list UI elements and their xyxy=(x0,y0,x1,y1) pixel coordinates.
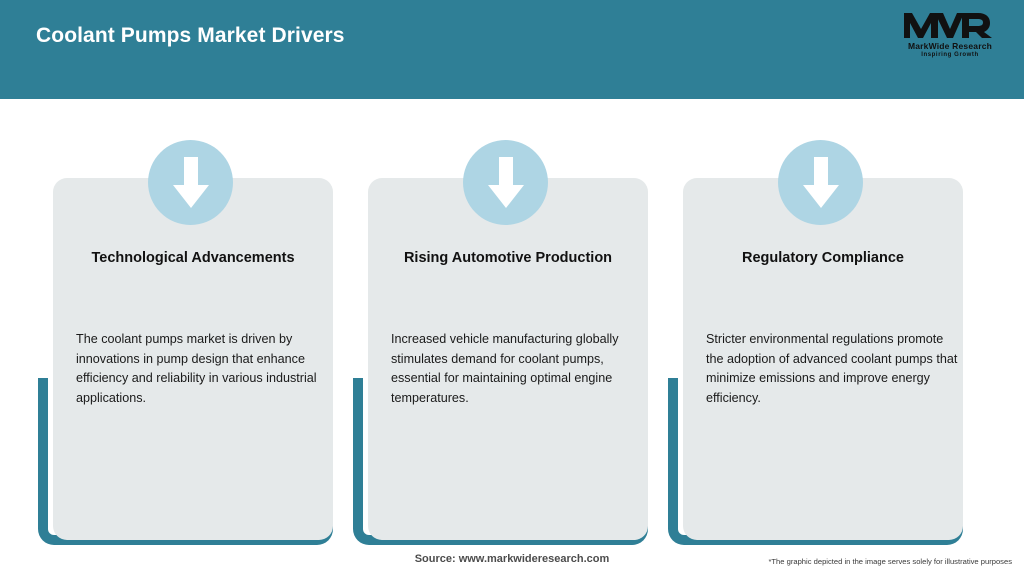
driver-card: Rising Automotive Production Increased v… xyxy=(345,0,665,576)
header-band xyxy=(0,0,1024,99)
card-panel xyxy=(53,178,333,540)
card-heading: Regulatory Compliance xyxy=(742,250,904,266)
card-body-text: Stricter environmental regulations promo… xyxy=(706,332,958,405)
card-body-text: Increased vehicle manufacturing globally… xyxy=(391,332,619,405)
disclaimer-note: *The graphic depicted in the image serve… xyxy=(768,557,1012,566)
down-arrow-icon xyxy=(778,140,863,225)
brand-logo: MarkWide Research Inspiring Growth xyxy=(894,10,1006,68)
logo-tagline: Inspiring Growth xyxy=(921,52,979,58)
page-title: Coolant Pumps Market Drivers xyxy=(36,24,345,47)
card-body-text: The coolant pumps market is driven by in… xyxy=(76,332,317,405)
source-note: Source: www.markwideresearch.com xyxy=(414,553,610,565)
card-heading: Technological Advancements xyxy=(91,250,295,266)
card-panel xyxy=(683,178,963,540)
driver-card: Regulatory Compliance Stricter environme… xyxy=(660,0,980,576)
driver-card: Technological Advancements The coolant p… xyxy=(30,0,350,576)
logo-monogram-icon xyxy=(894,10,1006,40)
logo-company-name: MarkWide Research xyxy=(907,41,993,51)
down-arrow-icon xyxy=(463,140,548,225)
down-arrow-icon xyxy=(148,140,233,225)
card-panel xyxy=(368,178,648,540)
card-heading: Rising Automotive Production xyxy=(403,250,613,266)
